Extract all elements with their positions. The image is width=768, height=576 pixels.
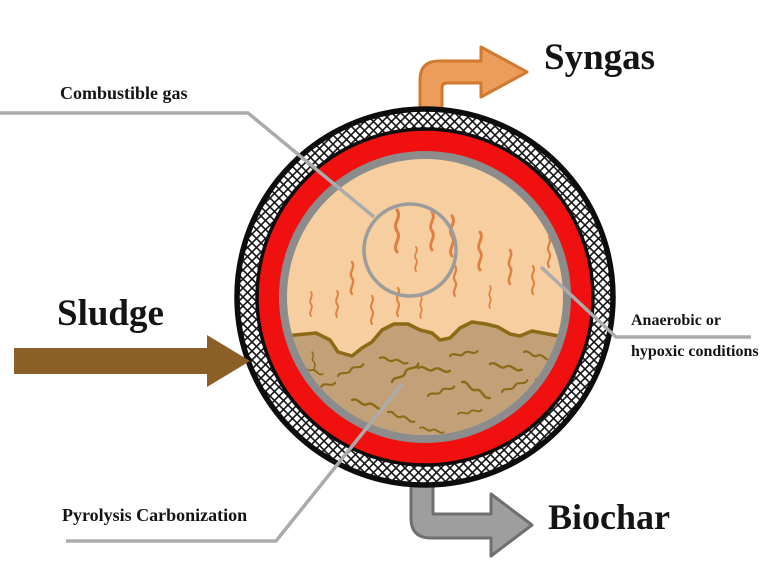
gas-zone-circle-icon <box>362 202 458 298</box>
biochar-label: Biochar <box>548 497 670 537</box>
anaerobic-leader-line <box>539 265 751 339</box>
sludge-label: Sludge <box>57 293 164 334</box>
biochar-arrow-icon <box>409 478 534 558</box>
pyrolysis-leader-line <box>66 382 404 543</box>
syngas-arrow-icon <box>418 45 529 122</box>
sludge-arrow-icon <box>14 335 250 387</box>
combustible-gas-leader-line <box>0 111 376 219</box>
syngas-label: Syngas <box>544 37 656 78</box>
anaerobic-label-line1: Anaerobic or <box>631 312 721 329</box>
anaerobic-label-line2: hypoxic conditions <box>631 343 759 360</box>
pyrolysis-label: Pyrolysis Carbonization <box>62 505 248 525</box>
combustible-gas-label: Combustible gas <box>60 83 188 103</box>
